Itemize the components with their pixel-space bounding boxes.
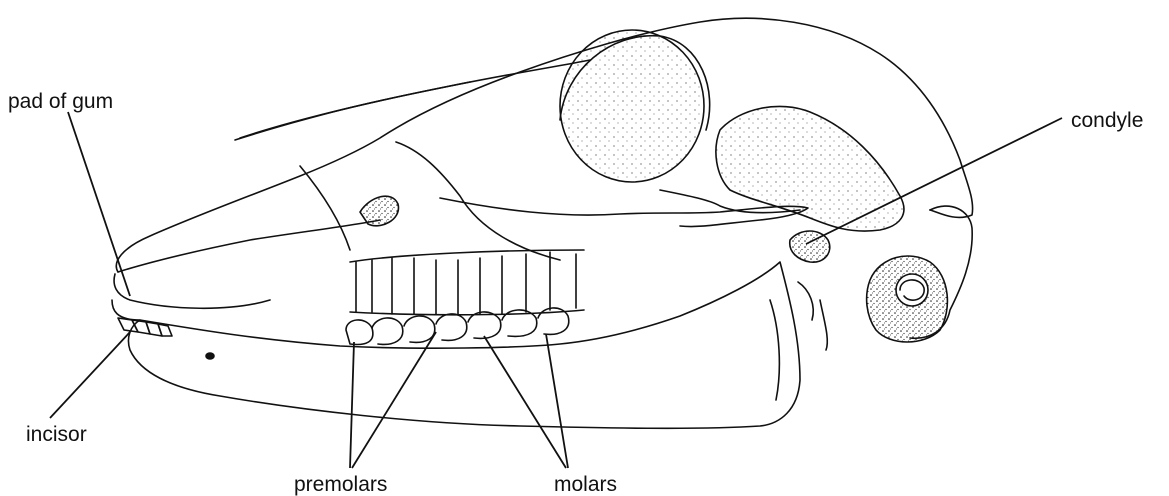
nasal-ridge: [240, 60, 590, 138]
orbit: [560, 30, 704, 182]
condyle-label: condyle: [1071, 110, 1143, 131]
nasal-bone: [235, 82, 470, 140]
leader-premolars-a: [350, 342, 354, 468]
snout-lower: [112, 300, 140, 320]
leader-incisor: [50, 332, 130, 418]
molars-label: molars: [554, 474, 617, 495]
incisor-label: incisor: [26, 424, 87, 445]
upper-teeth: [350, 250, 584, 315]
leader-pad-of-gum: [68, 112, 130, 296]
leader-premolars-b: [352, 332, 436, 468]
premolars-label: premolars: [294, 474, 387, 495]
leader-molars-b: [546, 334, 568, 468]
infraorbital-foramen: [360, 196, 398, 226]
frontal-suture: [396, 142, 560, 260]
leader-molars-a: [484, 336, 566, 468]
pad-of-gum-label: pad of gum: [8, 91, 113, 112]
mandible: [128, 262, 800, 428]
skull-drawing: [112, 18, 973, 428]
